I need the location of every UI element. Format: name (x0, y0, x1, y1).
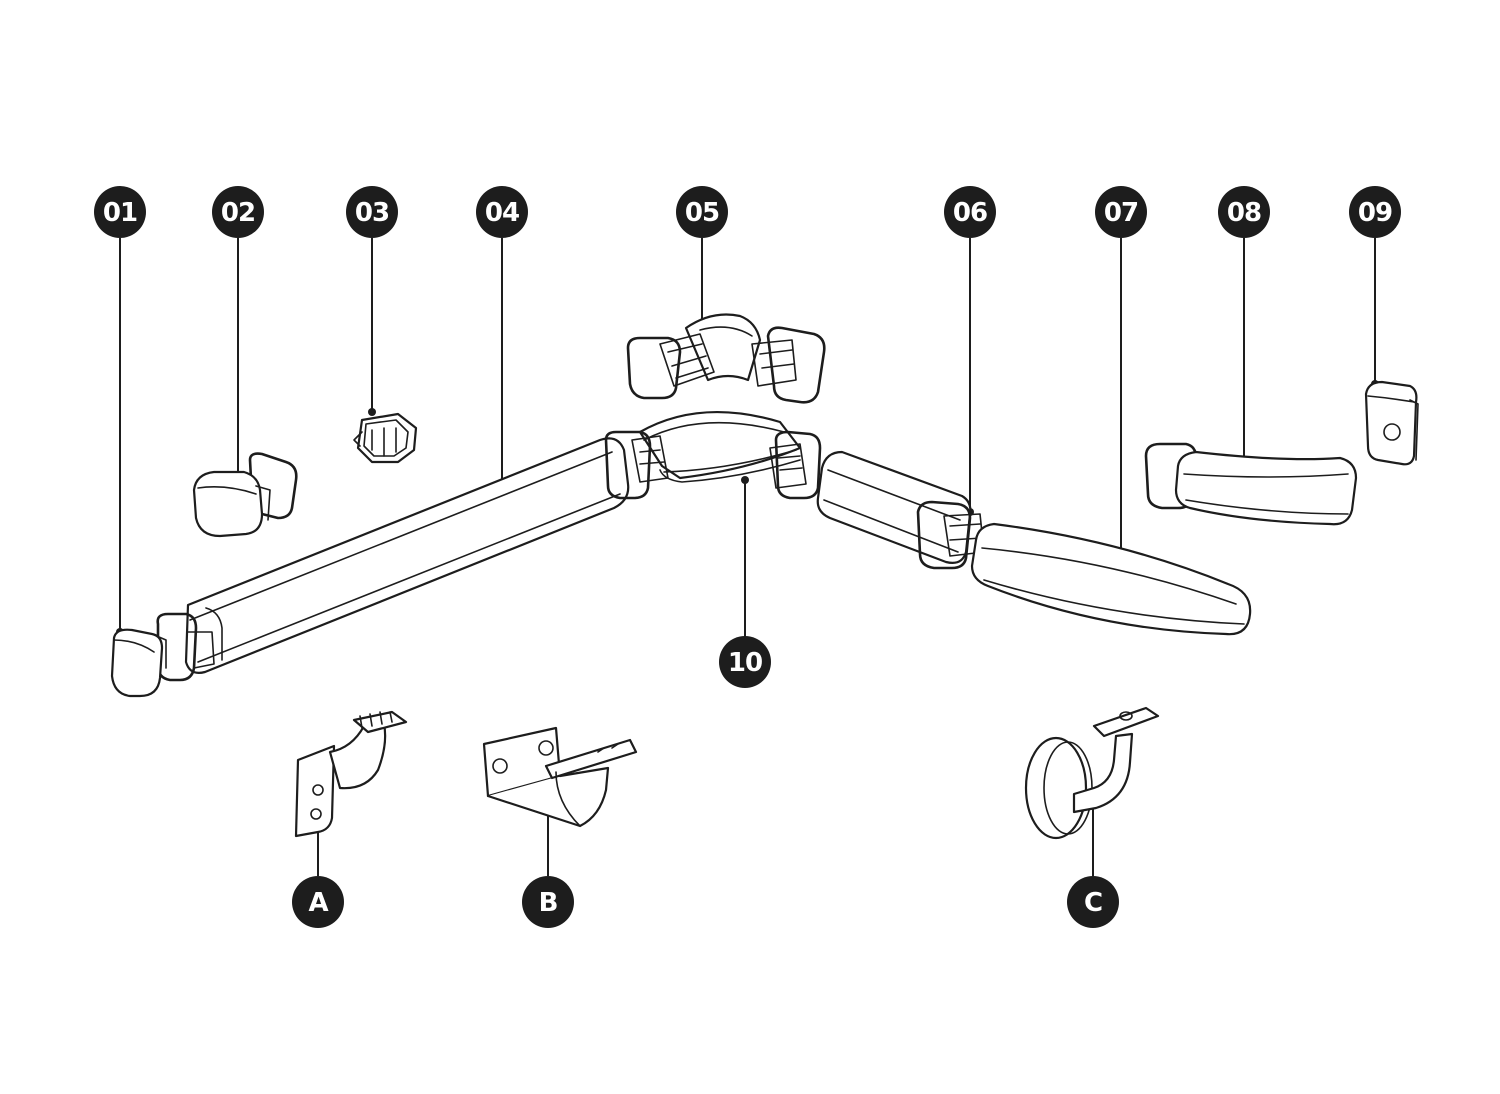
svg-text:03: 03 (355, 198, 389, 228)
callout-08: 08 (1218, 186, 1270, 238)
svg-text:02: 02 (221, 198, 255, 228)
svg-text:10: 10 (728, 648, 762, 678)
part-a-side-wall-bracket (294, 710, 408, 838)
part-10-corner-bend (604, 411, 822, 500)
part-07-curved-rail-end (970, 522, 1252, 636)
part-09-small-bracket-clip (1364, 380, 1419, 466)
part-08-curved-rail-segment (1144, 442, 1358, 526)
svg-text:C: C (1084, 888, 1102, 918)
svg-text:07: 07 (1104, 198, 1138, 228)
svg-text:08: 08 (1227, 198, 1261, 228)
part-04-straight-rail (156, 437, 630, 682)
part-01-end-cap (110, 628, 167, 698)
part-c-round-rosette-bracket (1024, 706, 1160, 840)
callout-04: 04 (476, 186, 528, 238)
svg-text:05: 05 (685, 198, 719, 228)
part-03-connector-plug (353, 412, 418, 464)
callout-05: 05 (676, 186, 728, 238)
part-02-end-cap-angled (192, 452, 298, 538)
callout-07: 07 (1095, 186, 1147, 238)
svg-text:01: 01 (103, 198, 137, 228)
callout-10: 10 (719, 636, 771, 688)
callout-06: 06 (944, 186, 996, 238)
svg-text:B: B (539, 888, 558, 918)
callout-02: 02 (212, 186, 264, 238)
svg-text:09: 09 (1358, 198, 1392, 228)
callout-a: A (292, 876, 344, 928)
svg-text:A: A (308, 888, 328, 918)
callout-b: B (522, 876, 574, 928)
part-right-straight-rail (816, 450, 972, 564)
svg-text:04: 04 (485, 198, 519, 228)
callout-03: 03 (346, 186, 398, 238)
callout-01: 01 (94, 186, 146, 238)
callout-c: C (1067, 876, 1119, 928)
part-05-adjustable-elbow (626, 313, 826, 404)
svg-text:06: 06 (953, 198, 987, 228)
part-b-plate-wall-bracket (482, 726, 638, 828)
callout-09: 09 (1349, 186, 1401, 238)
callout-badges: 01 02 03 04 05 06 07 08 (94, 186, 1401, 928)
